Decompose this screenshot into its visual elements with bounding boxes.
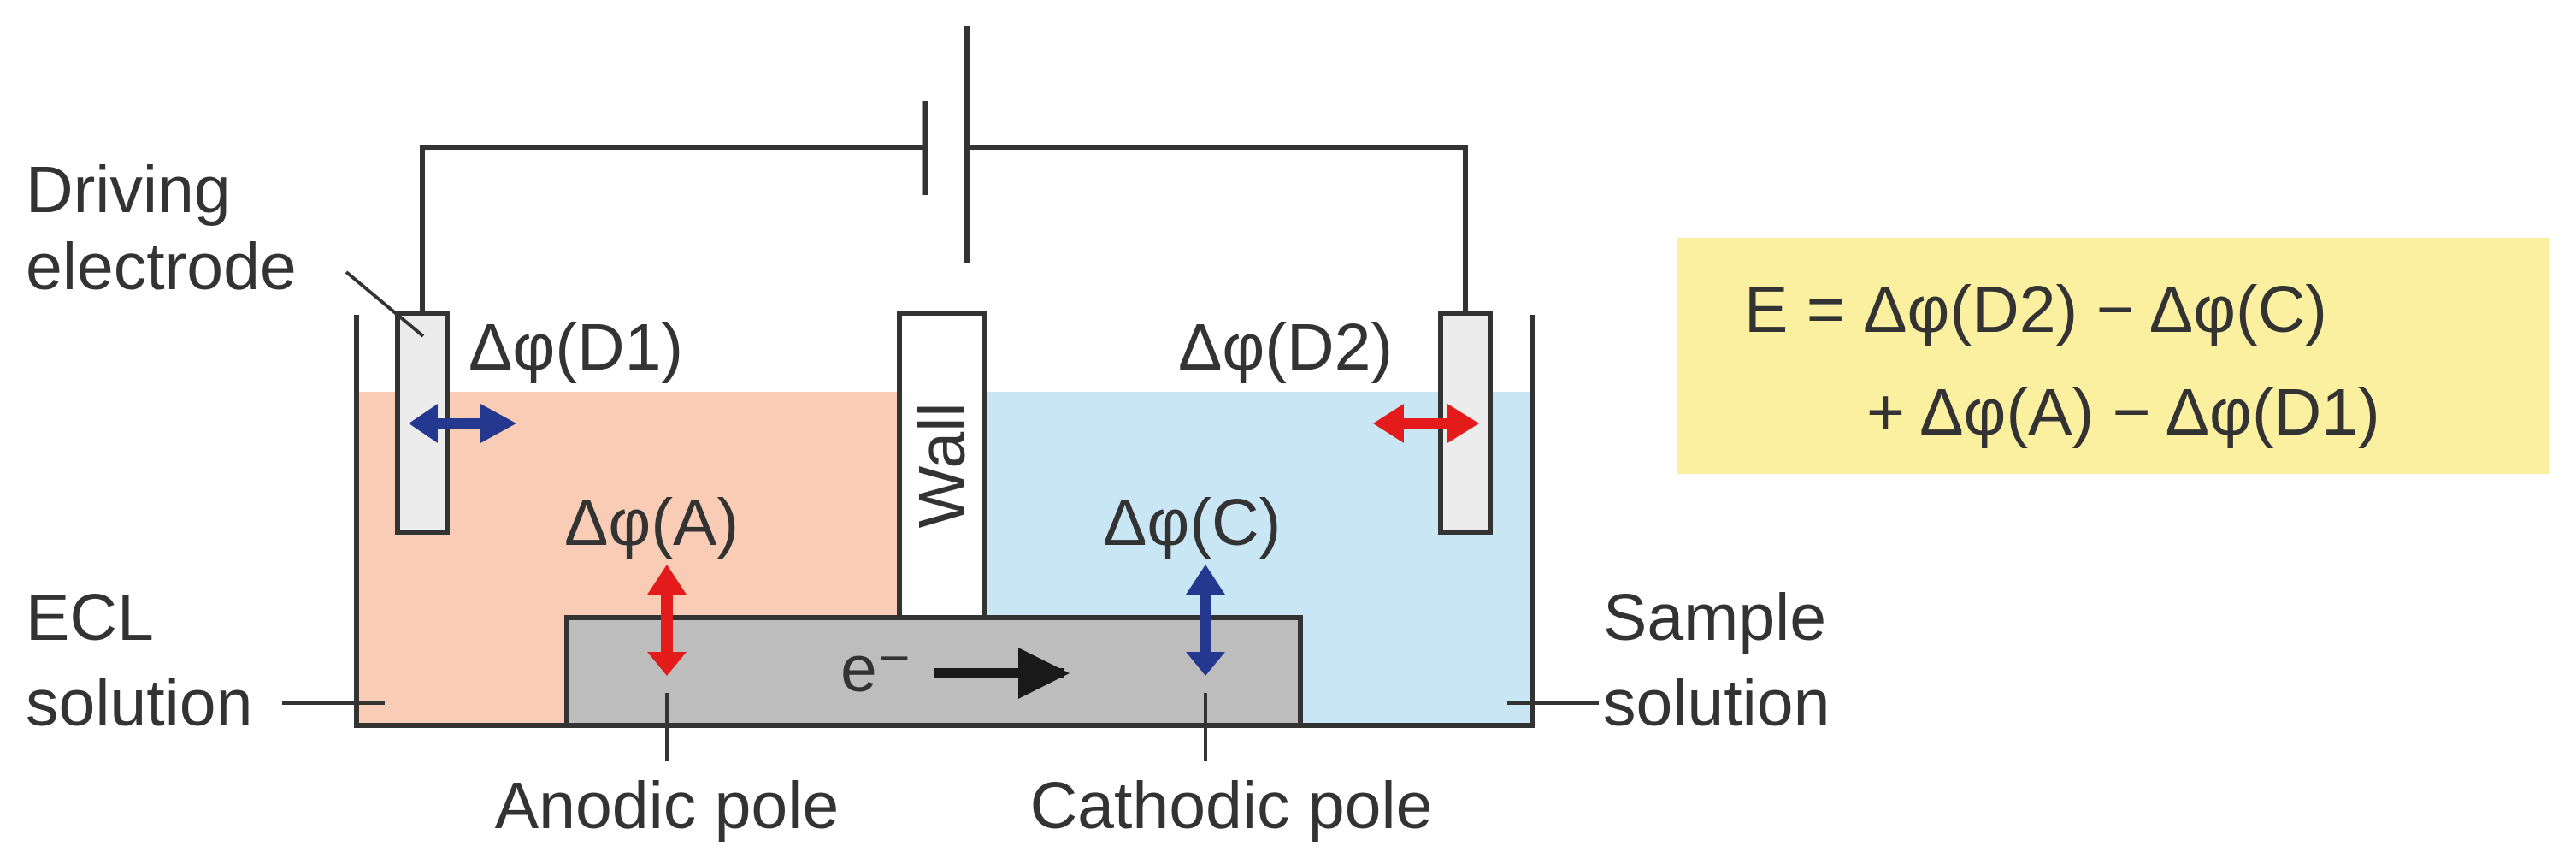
potential-d2-label: Δφ(D2) [1178, 311, 1393, 384]
cell-container [354, 315, 1535, 728]
arrow-d1-blue [409, 404, 516, 443]
potential-anode-label: Δφ(A) [564, 486, 739, 559]
ecl-solution-label-line1: ECL [26, 581, 154, 654]
equation-line-1: E = Δφ(D2) − Δφ(C) [1744, 273, 2327, 346]
arrow-cathode-blue [1186, 565, 1225, 676]
sample-solution-label-line1: Sample [1603, 581, 1826, 654]
anodic-pole-label: Anodic pole [495, 769, 839, 843]
potential-d1-label: Δφ(D1) [469, 311, 683, 384]
electron-symbol: e⁻ [840, 632, 911, 706]
sample-solution-label-line2: solution [1603, 666, 1830, 740]
potential-cathode-label: Δφ(C) [1103, 486, 1281, 559]
arrow-d2-red [1373, 404, 1479, 443]
cathodic-pole-label: Cathodic pole [1030, 769, 1433, 843]
driving-electrode-label-line2: electrode [26, 230, 297, 304]
wall [897, 311, 987, 620]
circuit-wire-left [420, 145, 925, 313]
driving-electrode-leader [345, 270, 425, 338]
arrow-anode-red [647, 565, 687, 676]
equation-box [1677, 238, 2549, 474]
driving-electrode-label-line1: Driving [26, 153, 231, 227]
wall-label: Wall [905, 403, 979, 529]
circuit-wire-right [967, 145, 1468, 313]
ecl-solution-label-line2: solution [26, 666, 252, 740]
equation-line-2: + Δφ(A) − Δφ(D1) [1866, 376, 2380, 449]
